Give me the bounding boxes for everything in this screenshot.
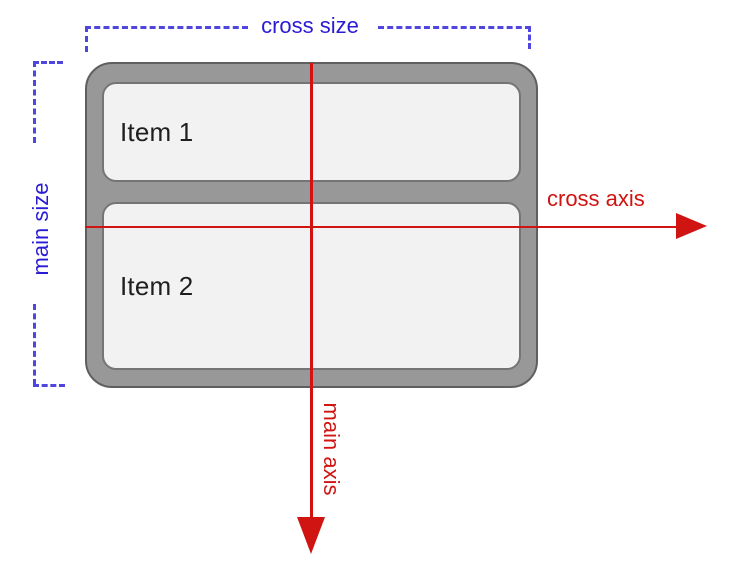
- main-axis-arrowhead-icon: [297, 517, 325, 554]
- flex-item-1-label: Item 1: [120, 116, 194, 147]
- cross-size-label: cross size: [248, 14, 372, 38]
- cross-size-bracket-tick-left: [85, 26, 88, 52]
- flex-item-2-label: Item 2: [120, 270, 194, 301]
- main-size-bracket-segment-bottom: [33, 304, 36, 385]
- cross-axis-arrowhead-icon: [676, 213, 707, 239]
- main-axis-label: main axis: [319, 402, 344, 496]
- main-size-bracket-tick-top: [33, 61, 63, 64]
- cross-size-bracket-segment-left: [85, 26, 248, 29]
- main-size-label: main size: [28, 164, 53, 294]
- main-axis-line: [310, 63, 313, 519]
- cross-size-bracket-tick-right: [528, 26, 531, 49]
- cross-size-bracket-segment-right: [378, 26, 531, 29]
- main-size-bracket-segment-top: [33, 61, 36, 143]
- main-size-bracket-tick-bottom: [33, 384, 65, 387]
- cross-axis-label: cross axis: [547, 186, 645, 211]
- cross-axis-line: [85, 225, 677, 228]
